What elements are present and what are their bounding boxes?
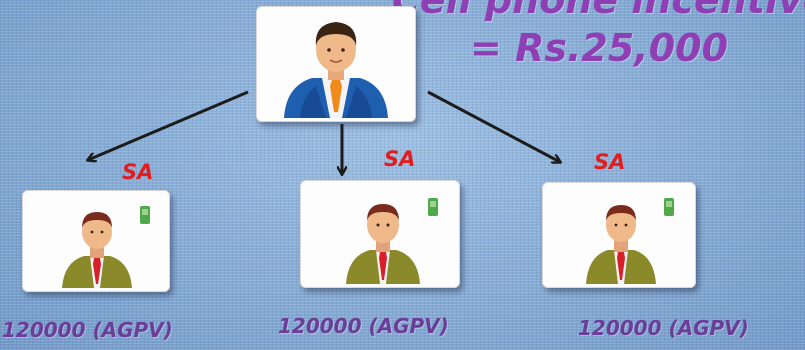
incentive-amount: = Rs.25,000	[470, 26, 729, 70]
manager-card	[256, 6, 416, 122]
agent-icon	[586, 198, 674, 284]
agent-icon	[62, 206, 150, 288]
agent-card	[542, 182, 696, 288]
arrow-to-agent-3	[427, 90, 560, 162]
agent-amount-label: 120000 (AGPV)	[278, 314, 449, 338]
agent-icon	[346, 198, 438, 284]
agent-role-label: SA	[122, 160, 154, 184]
agent-role-label: SA	[594, 150, 626, 174]
incentive-heading: Cell phone incentive	[392, 0, 805, 22]
agent-card	[22, 190, 170, 292]
businessman-icon	[284, 22, 388, 118]
agent-amount-label: 120000 (AGPV)	[578, 316, 749, 340]
arrow-to-agent-1	[88, 90, 249, 160]
agent-role-label: SA	[384, 147, 416, 171]
agent-amount-label: 120000 (AGPV)	[2, 318, 173, 342]
agent-card	[300, 180, 460, 288]
